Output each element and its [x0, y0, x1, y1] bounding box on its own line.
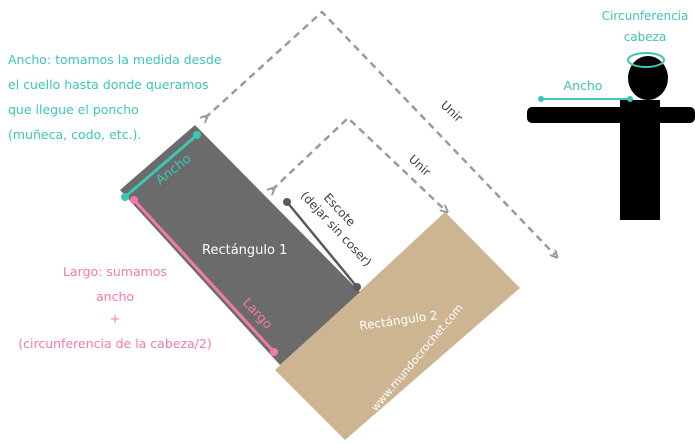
figure-ancho-dot: [627, 96, 633, 102]
unir-outer-label: Unir: [438, 98, 466, 125]
unir-inner-label: Unir: [406, 152, 434, 179]
ancho-measure-dot: [193, 131, 201, 139]
ancho-note-line-1: Ancho: tomamos la medida desde: [8, 52, 222, 67]
figure-ancho-label: Ancho: [564, 78, 603, 93]
largo-note-line-4: (circunferencia de la cabeza/2): [18, 336, 211, 351]
unir-outer-arrow: [205, 10, 555, 255]
ancho-measure-dot: [121, 193, 129, 201]
largo-measure-dot: [270, 348, 278, 356]
rectangle-2: [275, 212, 520, 440]
escote-line: [286, 201, 358, 288]
circumference-label-line-1: Circunferencia: [602, 9, 689, 23]
figure-arms: [527, 107, 695, 123]
rectangle-1-label: Rectángulo 1: [202, 243, 287, 258]
escote-dot: [353, 283, 361, 291]
escote-dot: [283, 198, 291, 206]
unir-inner-arrow: [272, 116, 445, 210]
largo-note-line-2: ancho: [96, 289, 134, 304]
ancho-measure-line: [124, 133, 198, 199]
head-circumference-ring: [627, 52, 665, 68]
largo-measure-dot: [130, 196, 138, 204]
ancho-note-line-4: (muñeca, codo, etc.).: [8, 127, 141, 142]
largo-measure-line: [132, 198, 276, 354]
ancho-note-line-3: que llegue el poncho: [8, 102, 139, 117]
largo-note-line-3: +: [110, 311, 120, 326]
figure-body: [620, 100, 660, 220]
largo-note-line-1: Largo: sumamos: [63, 264, 167, 279]
person-figure: [527, 52, 695, 220]
ancho-note-line-2: el cuello hasta donde queramos: [8, 77, 209, 92]
figure-ancho-dot: [538, 96, 544, 102]
circumference-label-line-2: cabeza: [624, 30, 667, 44]
